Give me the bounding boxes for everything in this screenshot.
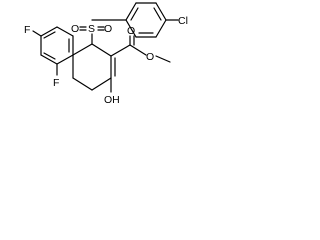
chlorophenyl-ring xyxy=(125,2,167,38)
atom-oxygen-sulfonyl-left: O xyxy=(71,23,79,35)
atom-fluorine-bottom: F xyxy=(53,77,59,89)
bond-o-methyl xyxy=(155,55,171,63)
atom-sulfur: S xyxy=(88,23,95,35)
chemical-structure: F F S O O Cl O O OH xyxy=(24,2,188,106)
atom-oxygen-sulfonyl-right: O xyxy=(104,23,112,35)
bond-aryl-quaternary xyxy=(72,43,93,56)
atom-oxygen-carbonyl: O xyxy=(127,25,135,37)
bond-c-f-top xyxy=(32,30,42,37)
atom-fluorine-top: F xyxy=(24,24,30,36)
atom-oxygen-ester: O xyxy=(146,51,154,63)
cyclohexene-ring xyxy=(72,43,116,91)
atom-hydroxyl: OH xyxy=(104,94,120,106)
structure-canvas: F F S O O Cl O O OH xyxy=(0,0,231,150)
atom-chlorine: Cl xyxy=(178,15,188,27)
bond-c-o-ester xyxy=(129,44,147,56)
bond-ring-ester xyxy=(110,44,131,57)
difluorophenyl-ring xyxy=(40,26,74,65)
